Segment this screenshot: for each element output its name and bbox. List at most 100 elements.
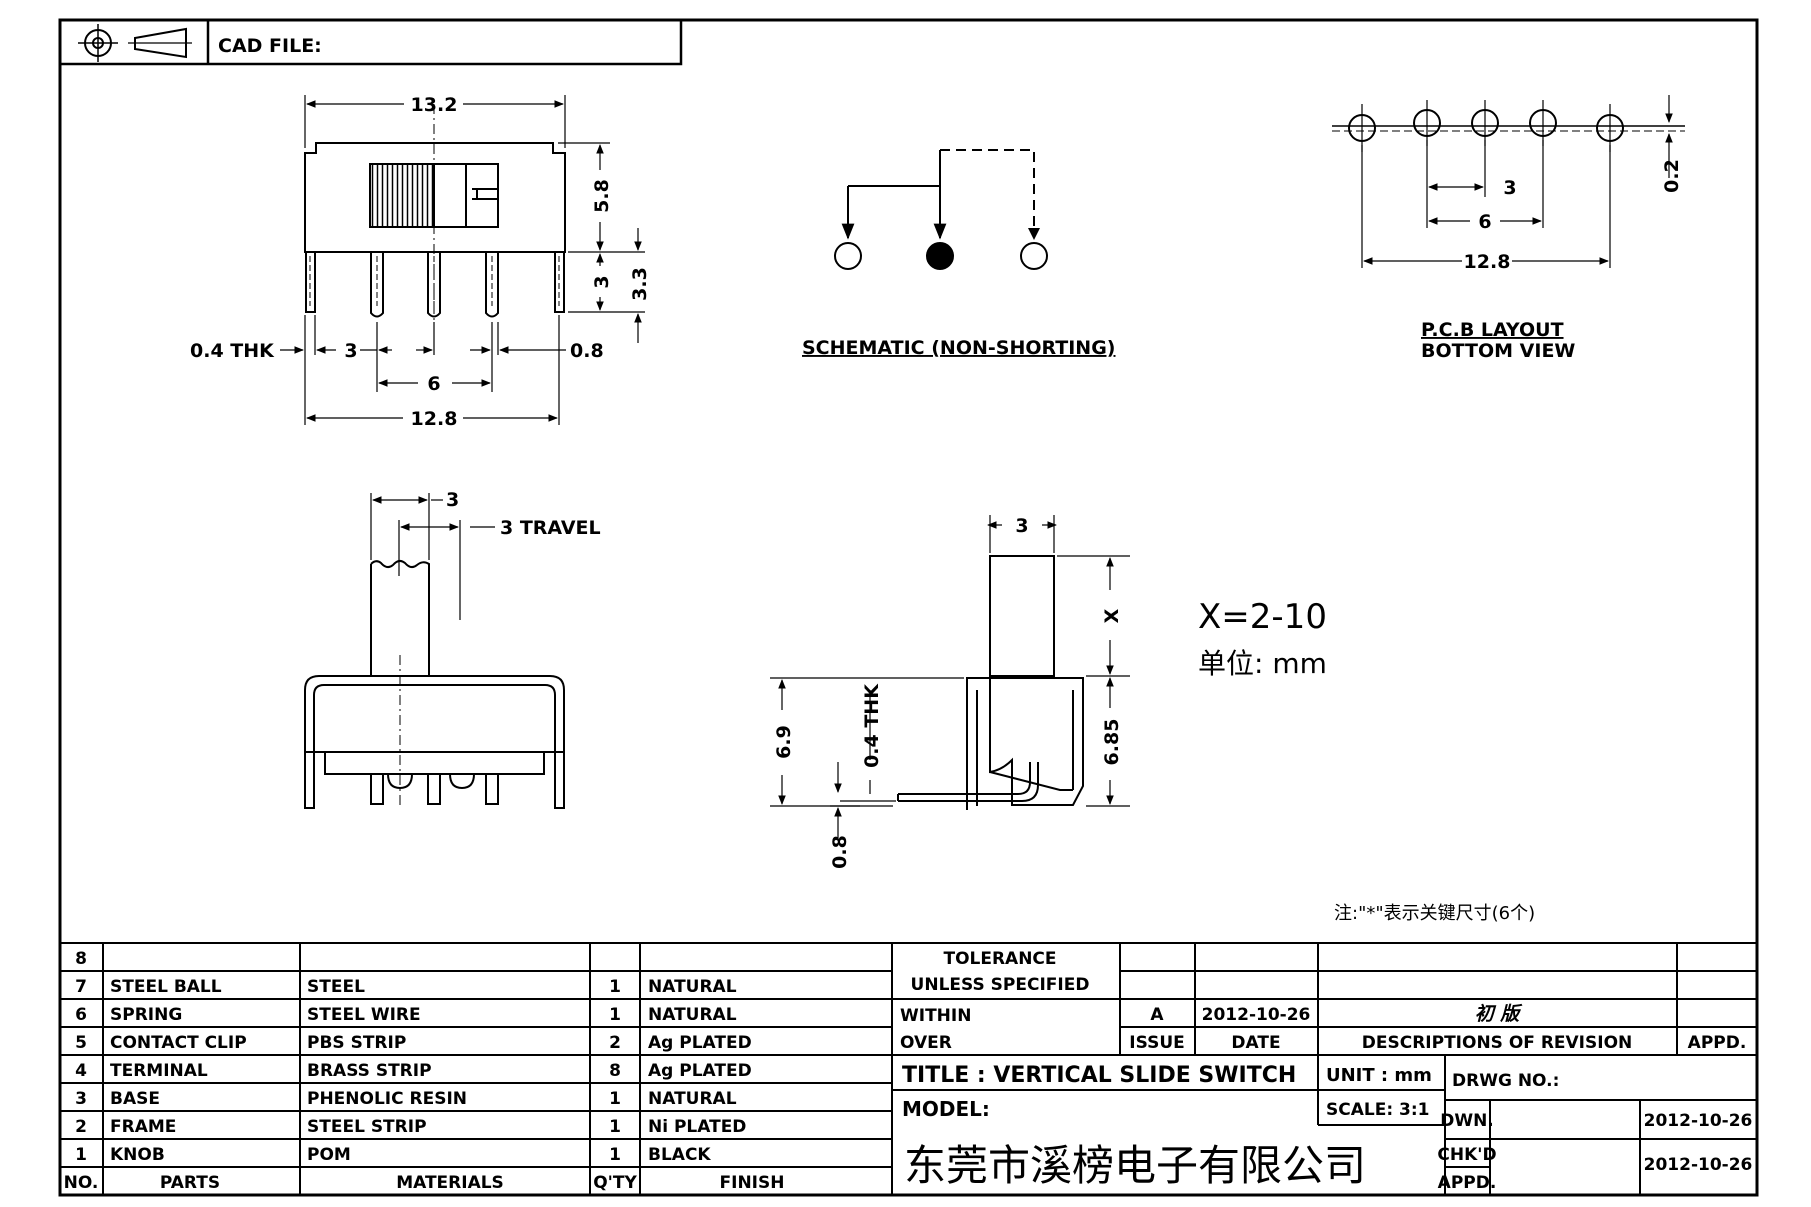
dim-3-pitch: 3 [344, 340, 357, 362]
dim-0-8: 0.8 [570, 340, 604, 362]
bom-row-4-material: BRASS STRIP [307, 1061, 432, 1081]
front-view-dimensions [280, 95, 645, 425]
dim-3-3: 3.3 [629, 267, 651, 301]
pcb-dim-12-8: 12.8 [1464, 251, 1511, 273]
pcb-layout [1332, 100, 1685, 152]
top-view-dimensions [370, 493, 495, 620]
title-block: TOLERANCE UNLESS SPECIFIED WITHIN OVER A… [900, 949, 1752, 1193]
bom-table-grid [60, 942, 1757, 1195]
bom-row-2-no: 2 [75, 1117, 87, 1137]
pcb-dim-labels: 0.2 3 6 12.8 P.C.B LAYOUT BOTTOM VIEW [1421, 159, 1683, 362]
side-view-dim-labels: 3 X 6.9 0.4 THK 6.85 0.8 [773, 515, 1123, 869]
projection-symbol-icon [78, 24, 192, 62]
dim-0-4-thk: 0.4 THK [190, 340, 275, 362]
bom-row-7-qty: 1 [609, 977, 621, 997]
key-dimension-note: 注:"*"表示关键尺寸(6个) [1334, 903, 1535, 924]
bom-row-5-finish: Ag PLATED [648, 1033, 752, 1053]
bom-row-6-qty: 1 [609, 1005, 621, 1025]
tolerance-line2: UNLESS SPECIFIED [911, 975, 1090, 995]
issue-value: A [1150, 1005, 1164, 1025]
bom-row-5-no: 5 [75, 1033, 87, 1053]
unit-label: UNIT : mm [1326, 1065, 1432, 1086]
bom-row-3-finish: NATURAL [648, 1089, 737, 1109]
drwg-no-label: DRWG NO.: [1452, 1071, 1559, 1091]
pcb-dim-6: 6 [1478, 211, 1491, 233]
over-label: OVER [900, 1033, 952, 1053]
issue-label: ISSUE [1129, 1033, 1184, 1053]
sheet-border [58, 18, 1759, 1197]
bom-row-8-no: 8 [75, 949, 87, 969]
model-label: MODEL: [902, 1097, 990, 1121]
pcb-caption-line1: P.C.B LAYOUT [1421, 319, 1564, 341]
bom-header-qty: Q'TY [593, 1173, 637, 1193]
bom-row-1-finish: BLACK [648, 1145, 711, 1165]
chkd-label: CHK'D [1437, 1145, 1496, 1165]
side-view [897, 555, 1084, 810]
bom-row-2-part: FRAME [110, 1117, 176, 1137]
bom-header-no: NO. [64, 1173, 99, 1193]
dim-13-2: 13.2 [411, 94, 458, 116]
bom-table: 8 7 STEEL BALL STEEL 1 NATURAL 6 SPRING … [64, 949, 785, 1193]
side-dim-6-9: 6.9 [773, 725, 795, 759]
revision-description: 初 版 [1475, 1003, 1524, 1025]
bom-row-2-qty: 1 [609, 1117, 621, 1137]
bom-row-7-finish: NATURAL [648, 977, 737, 997]
bom-row-4-finish: Ag PLATED [648, 1061, 752, 1081]
pcb-caption-line2: BOTTOM VIEW [1421, 340, 1575, 362]
company-name: 东莞市溪榜电子有限公司 [904, 1141, 1366, 1190]
descriptions-label: DESCRIPTIONS OF REVISION [1362, 1033, 1633, 1053]
date-value: 2012-10-26 [1202, 1005, 1311, 1025]
bom-row-6-part: SPRING [110, 1005, 182, 1025]
bom-row-2-material: STEEL STRIP [307, 1117, 427, 1137]
front-view [304, 104, 566, 332]
drawing-title: TITLE : VERTICAL SLIDE SWITCH [902, 1063, 1296, 1088]
bom-row-4-part: TERMINAL [110, 1061, 208, 1081]
top-dim-3: 3 [446, 489, 459, 511]
schematic-caption: SCHEMATIC (NON-SHORTING) [802, 337, 1115, 359]
bom-row-1-qty: 1 [609, 1145, 621, 1165]
bom-row-7-part: STEEL BALL [110, 977, 222, 997]
top-dim-3-travel: 3 TRAVEL [500, 517, 601, 539]
tolerance-line1: TOLERANCE [943, 949, 1056, 969]
contact-right [1020, 242, 1048, 270]
bom-row-5-part: CONTACT CLIP [110, 1033, 247, 1053]
side-view-dimensions [770, 515, 1130, 840]
dim-3-height: 3 [591, 275, 613, 288]
bom-header-finish: FINISH [720, 1173, 785, 1193]
bom-row-2-finish: Ni PLATED [648, 1117, 746, 1137]
title-block-grid [892, 943, 1757, 1195]
side-dim-0-4-thk: 0.4 THK [861, 683, 883, 768]
cad-file-label: CAD FILE: [218, 35, 322, 57]
appd-label: APPD. [1688, 1033, 1747, 1053]
scale-label: SCALE: 3:1 [1326, 1100, 1430, 1120]
side-dim-6-85: 6.85 [1101, 719, 1123, 766]
bom-row-1-part: KNOB [110, 1145, 165, 1165]
bom-row-7-material: STEEL [307, 977, 365, 997]
chkd-date: 2012-10-26 [1644, 1155, 1753, 1175]
x-range-spec: X=2-10 [1198, 597, 1327, 637]
pcb-dim-3: 3 [1503, 177, 1516, 199]
dim-12-8: 12.8 [411, 408, 458, 430]
bom-header-materials: MATERIALS [396, 1173, 504, 1193]
contact-common [926, 242, 954, 270]
side-dim-0-8: 0.8 [829, 835, 851, 869]
dim-5-8: 5.8 [591, 179, 613, 213]
bom-row-3-no: 3 [75, 1089, 87, 1109]
bom-row-4-qty: 8 [609, 1061, 621, 1081]
schematic-diagram [834, 149, 1048, 270]
header-box: CAD FILE: [58, 18, 683, 66]
bom-row-6-material: STEEL WIRE [307, 1005, 421, 1025]
pcb-dim-0-2: 0.2 [1661, 159, 1683, 193]
unit-note: 单位: mm [1198, 647, 1327, 680]
side-dim-3: 3 [1015, 515, 1028, 537]
bom-row-7-no: 7 [75, 977, 87, 997]
within-label: WITHIN [900, 1006, 971, 1026]
bom-row-3-part: BASE [110, 1089, 160, 1109]
bom-row-3-material: PHENOLIC RESIN [307, 1089, 467, 1109]
bom-row-4-no: 4 [75, 1061, 87, 1081]
dwn-label: DWN. [1440, 1111, 1494, 1131]
dwn-date: 2012-10-26 [1644, 1111, 1753, 1131]
front-view-dim-labels: 13.2 5.8 3 3.3 0.4 THK 3 0.8 6 12.8 [190, 94, 651, 430]
side-dim-x: X [1101, 608, 1123, 623]
